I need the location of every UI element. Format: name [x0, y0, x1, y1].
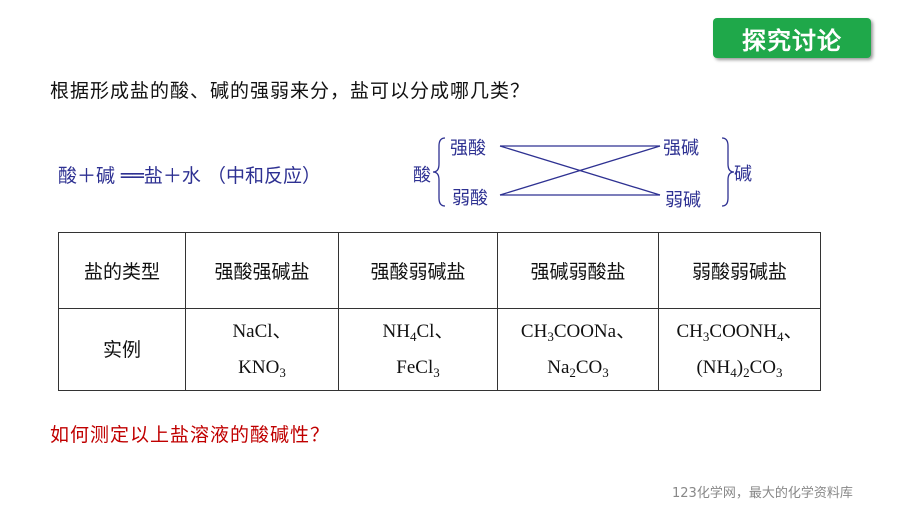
- header-cell: 强碱弱酸盐: [497, 232, 659, 309]
- header-cell: 弱酸弱碱盐: [658, 232, 821, 309]
- line-weak-strong: [499, 145, 661, 196]
- base-label: 碱: [734, 164, 752, 185]
- chemical-formula: (NH4)2CO3: [696, 356, 783, 380]
- salt-types-table: 盐的类型 强酸强碱盐 强酸弱碱盐 强碱弱酸盐 弱酸弱碱盐 实例 NaCl、 KNO…: [58, 232, 821, 391]
- example-cell: CH3COONH4、 (NH4)2CO3: [658, 308, 821, 391]
- acid-brace: [432, 137, 446, 207]
- examples-row: 实例 NaCl、 KNO3 NH4Cl、 FeCl3 CH3COONa、 Na2CO3…: [58, 308, 821, 391]
- acid-base-diagram: [432, 137, 735, 207]
- row-label: 实例: [58, 308, 186, 391]
- question-text: 根据形成盐的酸、碱的强弱来分，盐可以分成哪几类？: [50, 80, 531, 102]
- footer-watermark: 123化学网，最大的化学资料库: [672, 486, 853, 501]
- prompt-question: 如何测定以上盐溶液的酸碱性？: [50, 424, 331, 446]
- header-row: 盐的类型 强酸强碱盐 强酸弱碱盐 强碱弱酸盐 弱酸弱碱盐: [58, 232, 821, 309]
- acid-label: 酸: [413, 165, 431, 186]
- chemical-formula: Na2CO3: [547, 356, 609, 380]
- base-brace: [721, 137, 735, 207]
- header-cell: 强酸弱碱盐: [338, 232, 498, 309]
- header-cell: 盐的类型: [58, 232, 186, 309]
- example-cell: NH4Cl、 FeCl3: [338, 308, 498, 391]
- example-cell: CH3COONa、 Na2CO3: [497, 308, 659, 391]
- chemical-formula: FeCl3: [396, 356, 440, 380]
- weak-acid-label: 弱酸: [452, 188, 488, 209]
- discussion-badge: 探究讨论: [713, 18, 871, 58]
- chemical-formula: CH3COONH4、: [676, 320, 803, 344]
- strong-acid-label: 强酸: [450, 138, 486, 159]
- chemical-formula: NaCl、: [232, 320, 292, 342]
- header-cell: 强酸强碱盐: [185, 232, 339, 309]
- example-cell: NaCl、 KNO3: [185, 308, 339, 391]
- chemical-formula: NH4Cl、: [382, 320, 454, 344]
- neutralization-equation: 酸＋碱 ══盐＋水 （中和反应）: [58, 165, 321, 187]
- chemical-formula: KNO3: [238, 356, 286, 380]
- chemical-formula: CH3COONa、: [520, 320, 636, 344]
- weak-base-label: 弱碱: [665, 190, 701, 211]
- strong-base-label: 强碱: [663, 138, 699, 159]
